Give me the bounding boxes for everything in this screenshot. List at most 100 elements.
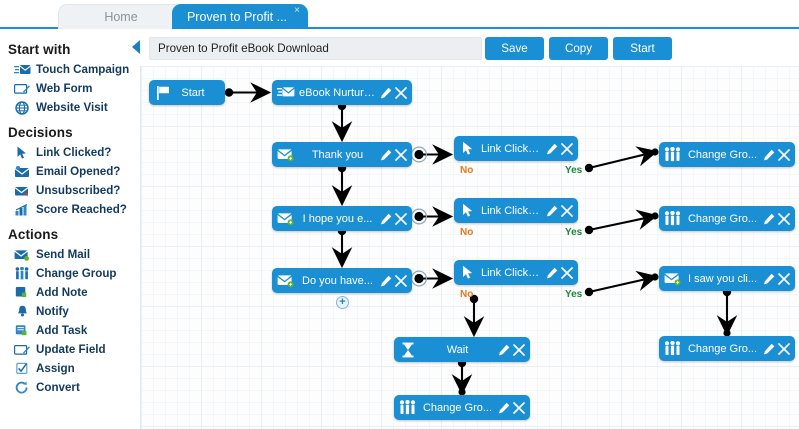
sidebar-item-notify[interactable]: Notify [8, 302, 128, 321]
edit-icon[interactable] [380, 212, 392, 226]
tab-proven-to-profit[interactable]: Proven to Profit ... × [172, 4, 308, 29]
flow-node-cg2[interactable]: Change Gro... [659, 206, 795, 231]
flow-node-cg4[interactable]: Change Gro... [394, 395, 530, 420]
sidebar-item-score-reached[interactable]: Score Reached? [8, 200, 128, 219]
flow-node-actions [498, 343, 525, 357]
edit-icon[interactable] [763, 148, 775, 162]
flow-node-actions [380, 86, 407, 100]
sidebar-item-assign[interactable]: Assign [8, 359, 128, 378]
collapse-panel-icon[interactable] [132, 40, 140, 54]
edit-icon[interactable] [763, 272, 775, 286]
sidebar-item-change-group[interactable]: Change Group [8, 264, 128, 283]
close-icon[interactable]: × [294, 5, 300, 16]
delete-icon[interactable] [561, 204, 573, 218]
web-form-icon [13, 82, 31, 96]
flow-node-actions [763, 272, 790, 286]
add-step-button[interactable]: + [336, 296, 349, 309]
sidebar-item-link-clicked[interactable]: Link Clicked? [8, 143, 128, 162]
cursor-icon [458, 139, 477, 158]
delete-icon[interactable] [395, 148, 407, 162]
flow-node-lc3[interactable]: Link Clicked? [454, 260, 578, 285]
flow-node-doyou[interactable]: Do you have... [272, 268, 412, 293]
delete-icon[interactable] [561, 142, 573, 156]
change-group-icon [13, 267, 31, 281]
sidebar-item-send-mail[interactable]: Send Mail [8, 245, 128, 264]
sidebar-item-web-form[interactable]: Web Form [8, 79, 128, 98]
edit-icon[interactable] [380, 274, 392, 288]
sidebar-item-label: Convert [36, 381, 80, 394]
edit-icon[interactable] [498, 343, 510, 357]
sidebar-item-website-visit[interactable]: Website Visit [8, 98, 128, 117]
flow-node-actions [380, 148, 407, 162]
change-group-icon [663, 339, 682, 358]
delete-icon[interactable] [395, 274, 407, 288]
sidebar-item-label: Unsubscribed? [36, 184, 121, 197]
hourglass-icon [398, 340, 417, 359]
edit-icon[interactable] [380, 86, 392, 100]
delete-icon[interactable] [778, 212, 790, 226]
delete-icon[interactable] [561, 266, 573, 280]
flow-node-cg1[interactable]: Change Gro... [659, 142, 795, 167]
flow-node-isaw[interactable]: I saw you cli... [659, 266, 795, 291]
delete-icon[interactable] [778, 272, 790, 286]
delete-icon[interactable] [513, 401, 525, 415]
sidebar-item-label: Add Task [36, 324, 88, 337]
edit-icon[interactable] [763, 342, 775, 356]
flow-node-label: I hope you e... [302, 212, 373, 225]
flow-node-ebook[interactable]: eBook Nurturin... [272, 80, 412, 105]
flow-node-lc2[interactable]: Link Clicked? [454, 198, 578, 223]
tab-home[interactable]: Home [58, 4, 184, 29]
cursor-icon [458, 263, 477, 282]
sidebar-item-convert[interactable]: Convert [8, 378, 128, 397]
flow-node-label: Change Gro... [687, 212, 758, 225]
sidebar-item-touch-campaign[interactable]: Touch Campaign [8, 60, 129, 79]
delete-icon[interactable] [395, 86, 407, 100]
edit-icon[interactable] [546, 142, 558, 156]
delete-icon[interactable] [778, 148, 790, 162]
sidebar-item-label: Email Opened? [36, 165, 121, 178]
copy-button[interactable]: Copy [549, 37, 608, 60]
send-mail-icon [13, 248, 31, 262]
flag-icon [153, 83, 172, 102]
sidebar-item-add-note[interactable]: Add Note [8, 283, 128, 302]
flow-node-actions [763, 342, 790, 356]
sidebar-item-update-field[interactable]: Update Field [8, 340, 128, 359]
delete-icon[interactable] [513, 343, 525, 357]
update-field-icon [13, 343, 31, 357]
flow-node-label: Link Clicked? [481, 142, 544, 155]
edit-icon[interactable] [498, 401, 510, 415]
sidebar-item-add-task[interactable]: Add Task [8, 321, 128, 340]
send-mail-icon [276, 209, 295, 228]
edge-label-no: No [460, 289, 474, 300]
flow-node-actions [380, 212, 407, 226]
edge-label-yes: Yes [565, 227, 583, 238]
cursor-icon [13, 146, 31, 160]
save-button[interactable]: Save [485, 37, 544, 60]
change-group-icon [398, 398, 417, 417]
sidebar-item-unsubscribed[interactable]: Unsubscribed? [8, 181, 128, 200]
flow-node-hope[interactable]: I hope you e... [272, 206, 412, 231]
email-opened-icon [13, 165, 31, 179]
edit-icon[interactable] [380, 148, 392, 162]
flow-node-wait[interactable]: Wait [394, 337, 530, 362]
sidebar-item-label: Score Reached? [36, 203, 127, 216]
flow-node-start[interactable]: Start [149, 80, 225, 105]
edit-icon[interactable] [763, 212, 775, 226]
delete-icon[interactable] [778, 342, 790, 356]
sidebar-item-label: Send Mail [36, 248, 91, 261]
flow-node-thank[interactable]: Thank you [272, 142, 412, 167]
flow-node-label: I saw you cli... [687, 272, 758, 285]
edit-icon[interactable] [546, 266, 558, 280]
flow-node-label: Link Clicked? [481, 266, 544, 279]
start-button[interactable]: Start [613, 37, 672, 60]
flow-node-lc1[interactable]: Link Clicked? [454, 136, 578, 161]
flow-node-cg3[interactable]: Change Gro... [659, 336, 795, 361]
delete-icon[interactable] [395, 212, 407, 226]
sidebar-section-title-decisions: Decisions [8, 125, 73, 140]
sidebar-item-label: Web Form [36, 82, 93, 95]
flow-node-label: Change Gro... [422, 401, 493, 414]
campaign-name-input[interactable] [149, 37, 482, 60]
sidebar-item-email-opened[interactable]: Email Opened? [8, 162, 128, 181]
edit-icon[interactable] [546, 204, 558, 218]
